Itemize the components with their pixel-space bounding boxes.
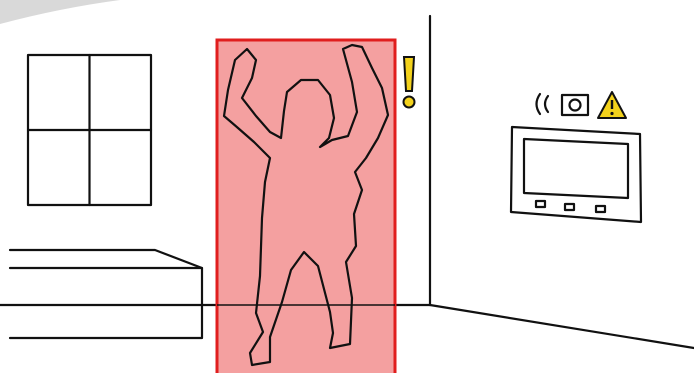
signal-waves-icon bbox=[537, 94, 549, 114]
window-icon bbox=[28, 55, 151, 205]
alert-zone bbox=[217, 40, 395, 373]
monitor-button-3 bbox=[596, 206, 605, 212]
corner-shade bbox=[0, 0, 120, 24]
camera-icon bbox=[562, 95, 588, 115]
warning-triangle-icon bbox=[598, 92, 626, 118]
exclamation-icon bbox=[404, 57, 415, 108]
monitor-panel-icon bbox=[511, 127, 641, 222]
monitor-button-2 bbox=[565, 204, 574, 210]
monitor-button-1 bbox=[536, 201, 545, 207]
bed-icon bbox=[10, 250, 202, 338]
